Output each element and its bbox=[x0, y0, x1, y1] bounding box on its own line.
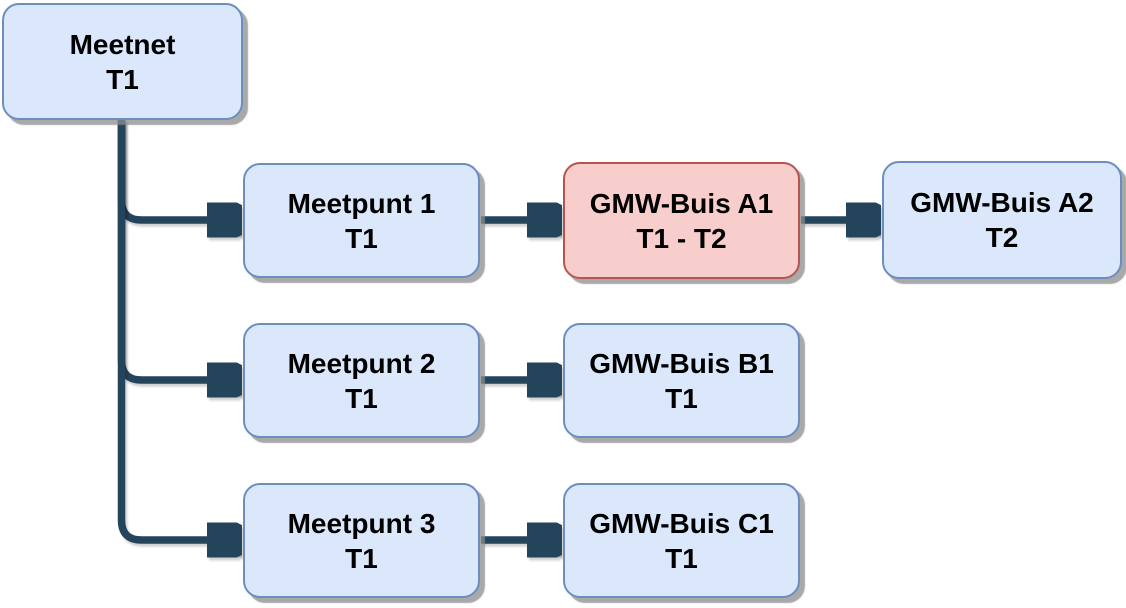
node-subtitle: T1 bbox=[665, 542, 698, 574]
node-gmw-buis-a1: GMW-Buis A1 T1 - T2 bbox=[563, 162, 800, 279]
node-gmw-buis-a2: GMW-Buis A2 T2 bbox=[882, 161, 1122, 279]
node-gmw-buis-c1: GMW-Buis C1 T1 bbox=[563, 483, 800, 598]
node-subtitle: T1 - T2 bbox=[636, 222, 727, 254]
node-subtitle: T1 bbox=[345, 222, 378, 254]
node-title: Meetpunt 3 bbox=[287, 507, 436, 539]
node-meetpunt-3: Meetpunt 3 T1 bbox=[243, 483, 480, 598]
node-title: Meetpunt 2 bbox=[287, 347, 436, 379]
node-meetpunt-2: Meetpunt 2 T1 bbox=[243, 323, 480, 438]
node-title: Meetpunt 1 bbox=[287, 187, 436, 219]
node-subtitle: T2 bbox=[985, 222, 1019, 253]
node-title: Meetnet bbox=[69, 28, 176, 60]
node-subtitle: T1 bbox=[106, 63, 139, 95]
node-gmw-buis-b1: GMW-Buis B1 T1 bbox=[563, 323, 800, 438]
edge-meetnet-meetpunt1 bbox=[117, 119, 209, 220]
node-title: GMW-Buis C1 bbox=[589, 507, 774, 539]
node-meetpunt-1: Meetpunt 1 T1 bbox=[243, 163, 480, 278]
node-subtitle: T1 bbox=[345, 382, 378, 414]
node-subtitle: T1 bbox=[665, 382, 698, 414]
edge-meetnet-meetpunt3 bbox=[117, 119, 209, 540]
node-title: GMW-Buis A2 bbox=[910, 187, 1094, 218]
node-subtitle: T1 bbox=[345, 542, 378, 574]
node-meetnet: Meetnet T1 bbox=[2, 3, 243, 120]
edge-meetnet-meetpunt2 bbox=[117, 119, 209, 380]
node-title: GMW-Buis B1 bbox=[589, 347, 774, 379]
node-title: GMW-Buis A1 bbox=[589, 187, 774, 219]
